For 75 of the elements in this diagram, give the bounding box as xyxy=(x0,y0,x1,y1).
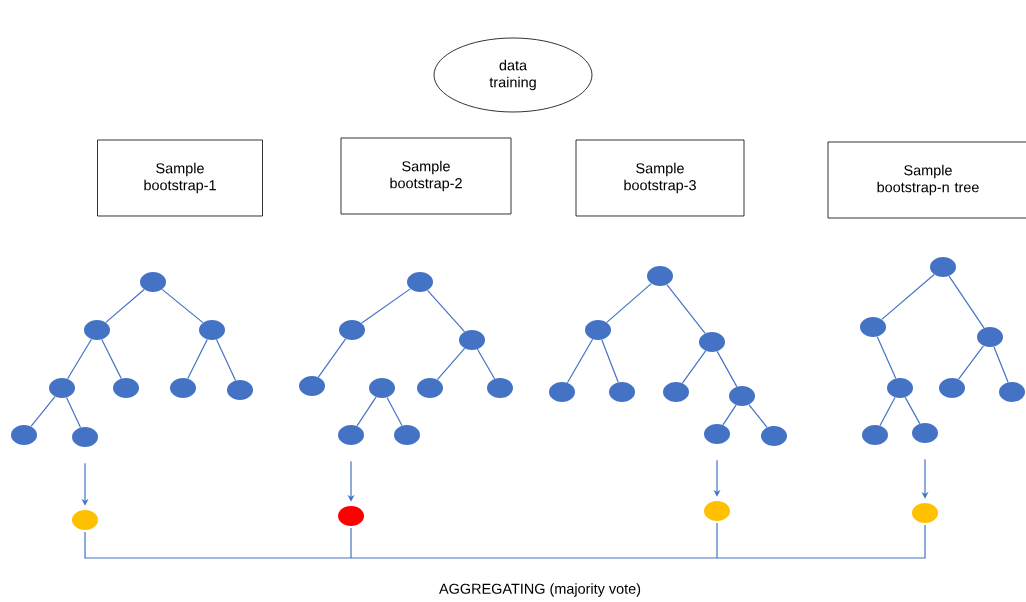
sample-box: Sample bootstrap-n tree xyxy=(827,141,1026,219)
sample-box: Sample bootstrap-1 xyxy=(97,139,263,217)
tree-branch xyxy=(426,289,466,333)
tree-node xyxy=(663,382,689,402)
tree-node xyxy=(549,382,575,402)
tree-branch xyxy=(566,338,594,384)
vote-dot xyxy=(912,503,938,523)
tree-node xyxy=(49,378,75,398)
tree-node xyxy=(729,386,755,406)
tree-branch xyxy=(356,396,377,427)
tree-node xyxy=(227,380,253,400)
tree-node xyxy=(999,382,1025,402)
sample-box: Sample bootstrap-3 xyxy=(575,139,745,217)
vote-dot xyxy=(704,501,730,521)
tree-branch xyxy=(161,288,204,324)
tree-node xyxy=(930,257,956,277)
tree-branch xyxy=(476,348,496,380)
tree-branch xyxy=(993,346,1009,383)
tree-node xyxy=(417,378,443,398)
tree-node xyxy=(338,425,364,445)
tree-branch xyxy=(101,338,122,380)
vote-dot xyxy=(72,510,98,530)
tree-node xyxy=(912,423,938,443)
tree-branch xyxy=(317,338,347,378)
tree-node xyxy=(609,382,635,402)
tree-branch xyxy=(958,345,984,380)
tree-branch xyxy=(681,350,707,384)
tree-node xyxy=(84,320,110,340)
tree-branch xyxy=(436,347,466,381)
tree-node xyxy=(113,378,139,398)
tree-branch xyxy=(105,288,145,324)
tree-node xyxy=(699,332,725,352)
tree-node xyxy=(407,272,433,292)
tree-branch xyxy=(748,404,768,428)
tree-branch xyxy=(65,396,82,428)
tree-branch xyxy=(606,283,652,323)
tree-branch xyxy=(876,336,897,379)
vote-dot xyxy=(338,506,364,526)
tree-node xyxy=(704,424,730,444)
tree-branch xyxy=(215,339,237,381)
tree-node xyxy=(170,378,196,398)
tree-node xyxy=(487,378,513,398)
tree-branch xyxy=(601,339,619,383)
axis-caption: AGGREGATING (majority vote) xyxy=(439,583,641,597)
tree-node xyxy=(860,317,886,337)
tree-node xyxy=(977,327,1003,347)
tree-node xyxy=(199,320,225,340)
tree-node xyxy=(887,378,913,398)
tree-branch xyxy=(948,275,985,329)
tree-node xyxy=(394,425,420,445)
tree-branch xyxy=(187,338,208,380)
tree-node xyxy=(459,330,485,350)
tree-branch xyxy=(361,288,411,324)
tree-node xyxy=(72,427,98,447)
tree-node xyxy=(140,272,166,292)
tree-node xyxy=(862,425,888,445)
tree-branch xyxy=(904,396,921,425)
tree-branch xyxy=(67,338,93,380)
tree-node xyxy=(647,266,673,286)
tree-node xyxy=(299,376,325,396)
tree-branch xyxy=(722,404,737,426)
tree-node xyxy=(761,426,787,446)
tree-node xyxy=(939,378,965,398)
tree-branch xyxy=(879,396,896,427)
tree-branch xyxy=(716,350,738,388)
tree-branch xyxy=(386,396,403,427)
sample-box: Sample bootstrap-2 xyxy=(340,137,512,215)
tree-branch xyxy=(30,396,56,427)
tree-node xyxy=(585,320,611,340)
tree-node xyxy=(369,378,395,398)
tree-node xyxy=(11,425,37,445)
tree-node xyxy=(339,320,365,340)
tree-branch xyxy=(881,273,935,321)
tree-branch xyxy=(666,284,706,334)
ellipse-node: data training xyxy=(433,37,593,113)
